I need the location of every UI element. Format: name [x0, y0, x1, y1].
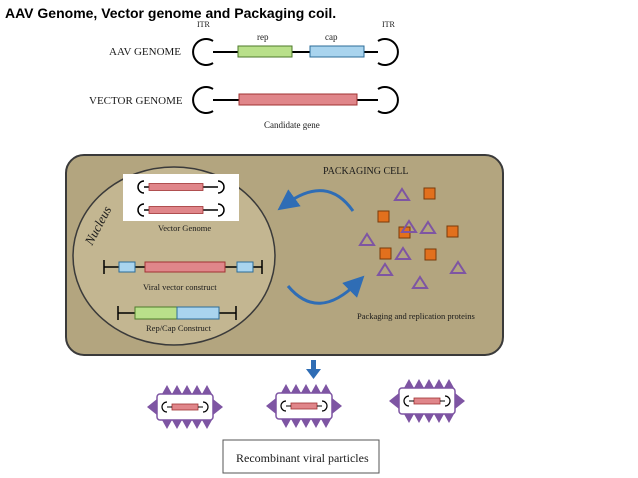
viral-vector-construct-caption: Viral vector construct: [143, 282, 217, 292]
result-box: [222, 439, 380, 474]
result-label: Recombinant viral particles: [236, 451, 369, 465]
cycle-arrow-bottom: [286, 275, 365, 305]
vector-genome-copies: [123, 174, 239, 221]
cap-label: cap: [325, 32, 338, 42]
packaging-cell-label: PACKAGING CELL: [323, 166, 408, 177]
vector-genome-label: VECTOR GENOME: [89, 95, 183, 107]
itr-left-label: ITR: [197, 20, 211, 29]
page-title: AAV Genome, Vector genome and Packaging …: [5, 5, 336, 21]
aav-genome-construct: [192, 38, 399, 66]
down-arrow-icon: [306, 360, 321, 379]
viral-particle: [265, 383, 343, 429]
aav-genome-label: AAV GENOME: [109, 46, 181, 58]
viral-particle: [388, 378, 466, 424]
itr-right-label: ITR: [382, 20, 396, 29]
rep-label: rep: [257, 32, 269, 42]
repcap-construct: [117, 306, 237, 320]
vector-genome-caption: Vector Genome: [158, 223, 211, 233]
rep-gene-box: [237, 45, 293, 58]
repcap-construct-caption: Rep/Cap Construct: [146, 323, 212, 333]
cycle-arrow-top: [277, 189, 355, 212]
cap-gene-box: [309, 45, 365, 58]
proteins-caption: Packaging and replication proteins: [357, 311, 475, 321]
viral-particle: [146, 384, 224, 430]
candidate-gene-box: [238, 93, 358, 106]
replication-proteins-triangles: [358, 187, 467, 289]
candidate-gene-label: Candidate gene: [264, 120, 320, 130]
vector-genome-construct: [192, 86, 399, 114]
viral-vector-construct: [103, 260, 263, 274]
